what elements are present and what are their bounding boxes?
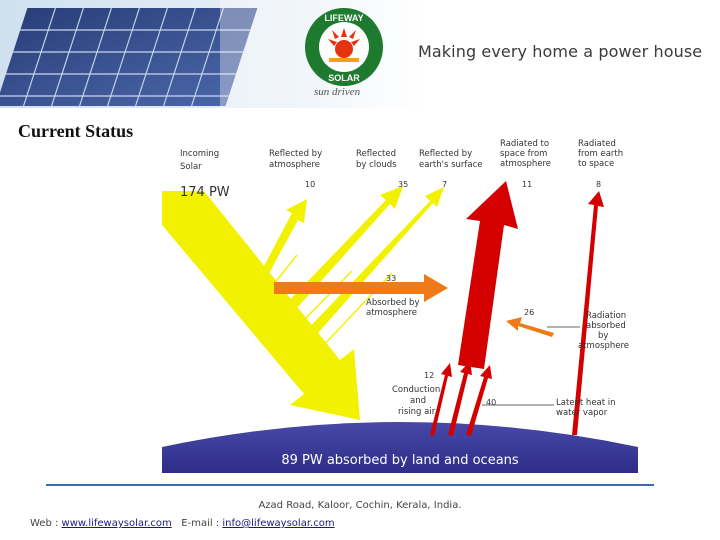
radiation-absorbed-label-4: atmosphere bbox=[578, 341, 629, 351]
flow-4-label-3: atmosphere bbox=[500, 159, 551, 169]
latent-heat-value: 40 bbox=[486, 398, 496, 407]
ground-band bbox=[162, 422, 638, 473]
flow-2-value: 35 bbox=[398, 180, 408, 189]
flow-4-value: 11 bbox=[522, 180, 532, 189]
absorbed-atmosphere-label-1: Absorbed by bbox=[366, 298, 419, 308]
ground-label: 89 PW absorbed by land and oceans bbox=[281, 453, 519, 468]
radiation-absorbed-label-3: by bbox=[598, 331, 608, 341]
radiated-earth-arrow bbox=[572, 191, 604, 435]
tagline: Making every home a power house bbox=[418, 42, 703, 61]
website-link[interactable]: www.lifewaysolar.com bbox=[61, 518, 172, 529]
flow-5-value: 8 bbox=[596, 180, 601, 189]
lifeway-logo: LIFEWAY SOLAR bbox=[305, 8, 383, 86]
flow-2-label-2: by clouds bbox=[356, 160, 397, 170]
conduction-label-1: Conduction bbox=[392, 385, 440, 395]
radiation-absorbed-arrow bbox=[506, 317, 554, 337]
absorbed-atmosphere-value: 33 bbox=[386, 274, 396, 283]
flow-3-label-1: Reflected by bbox=[419, 149, 472, 159]
incoming-value: 174 PW bbox=[180, 185, 230, 200]
flow-1-value: 10 bbox=[305, 180, 315, 189]
flow-4-label-1: Radiated to bbox=[500, 139, 549, 149]
radiation-absorbed-label-2: absorbed bbox=[586, 321, 626, 331]
conduction-arrow-1 bbox=[430, 363, 452, 436]
flow-1-label-1: Reflected by bbox=[269, 149, 322, 159]
header-banner: LIFEWAY SOLAR sun driven Making every ho… bbox=[0, 0, 720, 108]
logo-bottom-text: SOLAR bbox=[328, 73, 360, 83]
footer-divider bbox=[46, 484, 654, 486]
surface-heat-arrows bbox=[430, 361, 492, 436]
incoming-solar-arrow bbox=[162, 191, 360, 420]
flow-3-value: 7 bbox=[442, 180, 447, 189]
footer-contact: Web : www.lifewaysolar.com E-mail : info… bbox=[30, 518, 335, 529]
logo-top-text: LIFEWAY bbox=[324, 13, 363, 23]
flow-5-label-1: Radiated bbox=[578, 139, 616, 149]
latent-heat-label-1: Latent heat in bbox=[556, 398, 616, 408]
flow-3-label-2: earth's surface bbox=[419, 160, 483, 170]
email-label: E-mail : bbox=[181, 518, 223, 529]
energy-budget-diagram: 89 PW absorbed by land and oceans Incomi… bbox=[162, 139, 638, 473]
conduction-value: 12 bbox=[424, 371, 434, 380]
footer-address: Azad Road, Kaloor, Cochin, Kerala, India… bbox=[258, 500, 462, 511]
incoming-label-1: Incoming bbox=[180, 149, 219, 159]
flow-2-label-1: Reflected bbox=[356, 149, 396, 159]
absorbed-atmosphere-label-2: atmosphere bbox=[366, 308, 417, 318]
latent-heat-label-2: water vapor bbox=[556, 408, 608, 418]
flow-5-label-3: to space bbox=[578, 159, 614, 169]
incoming-label-2: Solar bbox=[180, 162, 202, 172]
logo-subtext: sun driven bbox=[314, 86, 361, 98]
reflected-surface-arrow bbox=[302, 187, 444, 342]
section-title: Current Status bbox=[18, 121, 134, 141]
latent-heat-arrow bbox=[466, 365, 492, 436]
radiation-absorbed-value: 26 bbox=[524, 308, 534, 317]
email-link[interactable]: info@lifewaysolar.com bbox=[222, 518, 335, 529]
flow-4-label-2: space from bbox=[500, 149, 547, 159]
radiated-atmosphere-arrow bbox=[458, 181, 518, 369]
conduction-label-3: rising air bbox=[398, 407, 436, 417]
reflected-atmosphere-arrow bbox=[254, 199, 307, 290]
radiation-absorbed-label-1: Radiation bbox=[586, 311, 626, 321]
web-label: Web : bbox=[30, 518, 62, 529]
conduction-arrow-2 bbox=[448, 361, 472, 436]
flow-5-label-2: from earth bbox=[578, 149, 623, 159]
leader-lines bbox=[482, 326, 580, 406]
flow-1-label-2: atmosphere bbox=[269, 160, 320, 170]
conduction-label-2: and bbox=[410, 396, 426, 406]
atmosphere-absorb-arrow bbox=[274, 274, 448, 302]
